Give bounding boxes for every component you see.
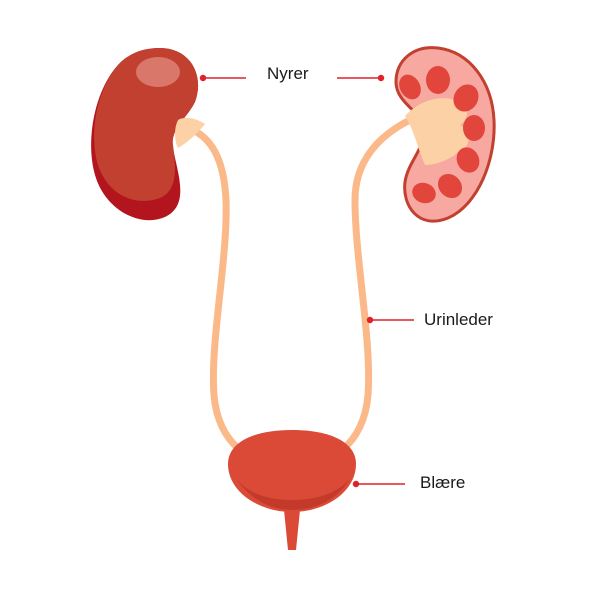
pyramid: [399, 74, 421, 100]
ureter-label: Urinleder: [424, 310, 493, 329]
pointer-dot: [352, 480, 360, 488]
pointer-dot: [377, 74, 385, 82]
renal-pyramids: [399, 66, 485, 204]
pointers: [199, 74, 414, 488]
pyramid: [412, 182, 436, 204]
right-kidney-section: [394, 46, 496, 223]
right-renal-pelvis: [405, 98, 469, 165]
left-kidney-body: [94, 48, 199, 201]
ureters: [181, 116, 414, 452]
left-kidney-highlight: [136, 57, 180, 87]
pyramid: [453, 84, 479, 112]
kidneys-label: Nyrer: [267, 64, 309, 83]
pointer-dot: [366, 316, 374, 324]
bladder-shadow: [236, 478, 350, 510]
left-renal-pelvis: [175, 117, 205, 148]
bladder-body: [228, 430, 356, 512]
bladder-neck: [283, 500, 301, 550]
bladder-label: Blære: [420, 473, 466, 492]
left-kidney: [91, 48, 205, 221]
left-ureter: [181, 123, 242, 452]
pyramid: [437, 173, 463, 199]
pointer-dot: [199, 74, 207, 82]
pyramid: [463, 115, 485, 141]
pyramid: [426, 66, 450, 94]
bladder: [228, 430, 356, 550]
right-ureter: [340, 116, 414, 452]
pyramid: [456, 147, 480, 173]
